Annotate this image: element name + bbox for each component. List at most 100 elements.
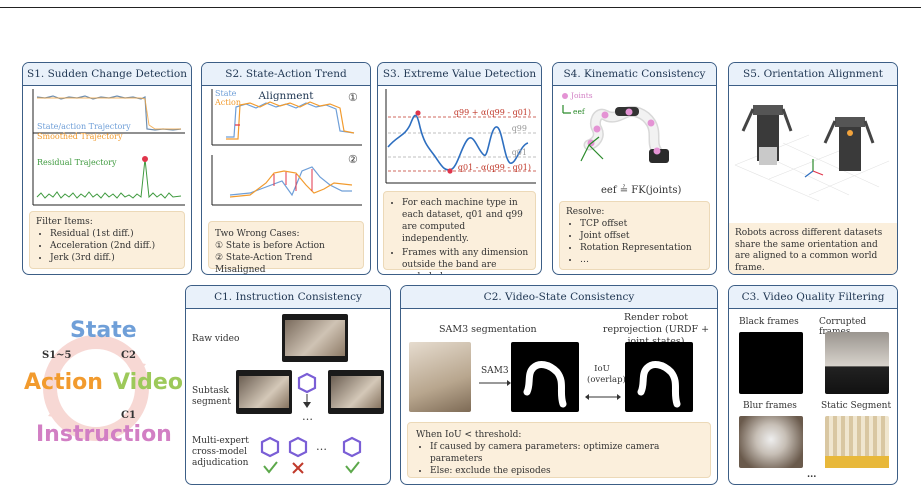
segmentation-mask bbox=[511, 342, 579, 412]
s3-min-point bbox=[447, 168, 453, 174]
panel-s5: S5. Orientation Alignment Robots across … bbox=[728, 62, 898, 275]
c2-render-label: Render robot reprojection (URDF + joint … bbox=[602, 312, 710, 347]
s3-info-box: For each machine type in each dataset, q… bbox=[383, 191, 536, 274]
s2-case-2: ② State-Action Trend Misaligned bbox=[215, 253, 313, 275]
s2-legend-action: Action bbox=[215, 98, 241, 107]
top-rule bbox=[0, 7, 921, 8]
list-item: Rotation Representation bbox=[580, 242, 703, 254]
panel-c3: C3. Video Quality Filtering Black frames… bbox=[728, 285, 898, 485]
s2-action-line bbox=[226, 101, 355, 140]
c2-condition-box: When IoU < threshold: If caused by camer… bbox=[407, 422, 711, 478]
s3-signal-line bbox=[387, 114, 529, 171]
list-item: Else: exclude the episodes bbox=[430, 465, 702, 477]
expert-icon bbox=[288, 436, 308, 458]
s2-trend-plot bbox=[211, 89, 362, 206]
c1-dots-mid: … bbox=[302, 410, 313, 423]
subtask-filmstrip-1 bbox=[236, 370, 292, 414]
list-item: For each machine type in each dataset, q… bbox=[402, 197, 531, 245]
scene-photo bbox=[409, 342, 471, 412]
panel-title: C3. Video Quality Filtering bbox=[729, 286, 897, 309]
list-item: … bbox=[580, 254, 703, 266]
s5-text-box: Robots across different datasets share t… bbox=[729, 223, 897, 274]
s4-resolve-box: Resolve: TCP offset Joint offset Rotatio… bbox=[559, 201, 710, 270]
s1-filter-box: Filter Items: Residual (1st diff.) Accel… bbox=[29, 211, 185, 269]
panel-title: S4. Kinematic Consistency bbox=[553, 63, 716, 86]
s2-case-1: ① State is before Action bbox=[215, 241, 325, 251]
expert-icon bbox=[260, 436, 280, 458]
panel-title: S1. Sudden Change Detection bbox=[23, 63, 191, 86]
s2-legend-state: State bbox=[215, 89, 237, 98]
c2-iou-label: IoU (overlap) bbox=[587, 364, 626, 385]
list-item: Residual (1st diff.) bbox=[50, 228, 178, 240]
robot-arm-illustration bbox=[562, 93, 669, 163]
reprojection-mask bbox=[625, 342, 693, 412]
panel-s1: S1. Sudden Change Detection State/action… bbox=[22, 62, 192, 275]
check-icon bbox=[345, 461, 360, 474]
s4-joints-label: Joints bbox=[571, 91, 593, 100]
static-segment-thumbnail bbox=[825, 416, 889, 468]
cycle-c1: C1 bbox=[121, 410, 136, 421]
subtask-filmstrip-2 bbox=[328, 370, 384, 414]
s2-state-line-2 bbox=[229, 166, 352, 197]
s1-state-line bbox=[36, 95, 182, 131]
expert-icons-top bbox=[297, 372, 317, 408]
c3-dots: ... bbox=[807, 470, 817, 480]
data-consistency-cycle bbox=[43, 335, 149, 441]
list-item: Acceleration (2nd diff.) bbox=[50, 240, 178, 252]
s4-resolve-title: Resolve: bbox=[566, 207, 605, 217]
s1-smoothed-line bbox=[37, 97, 181, 130]
s5-description: Robots across different datasets share t… bbox=[735, 228, 883, 273]
panel-title: S2. State-Action Trend Alignment bbox=[202, 63, 370, 102]
panel-s3: S3. Extreme Value Detection q99 + α(q99 … bbox=[377, 62, 542, 275]
cycle-video: Video bbox=[113, 370, 183, 395]
joints-legend-dot bbox=[562, 93, 568, 99]
list-item: Frames with any dimension outside the ba… bbox=[402, 247, 531, 274]
panel-s4: S4. Kinematic Consistency Joints eef eef… bbox=[552, 62, 717, 275]
panel-s2: S2. State-Action Trend Alignment State A… bbox=[201, 62, 371, 275]
black-frame-thumbnail bbox=[739, 332, 803, 394]
panel-title: S3. Extreme Value Detection bbox=[378, 63, 541, 86]
c1-subtask-label: Subtask segment bbox=[192, 386, 231, 407]
s3-q99-label: q99 bbox=[511, 124, 527, 133]
corrupted-frame-thumbnail bbox=[825, 332, 889, 394]
expert-adjudication-icons bbox=[260, 436, 362, 474]
list-item: Jerk (3rd diff.) bbox=[50, 252, 178, 264]
s1-filter-title: Filter Items: bbox=[36, 217, 93, 227]
cycle-c2: C2 bbox=[121, 350, 136, 361]
cycle-instruction: Instruction bbox=[36, 422, 172, 447]
s3-extreme-plot bbox=[385, 89, 536, 184]
s1-residual-line bbox=[36, 158, 182, 199]
sam-arrow bbox=[479, 380, 511, 386]
s1-legend-smoothed: Smoothed Trajectory bbox=[37, 132, 123, 141]
s3-upper-label: q99 + α(q99 - q01) bbox=[453, 108, 531, 117]
s2-mark-2: ② bbox=[348, 153, 358, 166]
list-item: Joint offset bbox=[580, 230, 703, 242]
s3-lower-label: q01 - α(q99 - q01) bbox=[457, 163, 531, 172]
c3-blur-label: Blur frames bbox=[743, 401, 797, 411]
robots-world-frame-illustration bbox=[734, 105, 890, 202]
panel-title: C1. Instruction Consistency bbox=[186, 286, 390, 309]
cycle-s15: S1~5 bbox=[42, 350, 72, 361]
cycle-state: State bbox=[70, 318, 137, 343]
s1-trajectory-plot bbox=[32, 89, 185, 206]
check-icon bbox=[263, 461, 278, 474]
panel-c2: C2. Video-State Consistency SAM3 segment… bbox=[400, 285, 718, 485]
c1-dots: … bbox=[316, 440, 327, 453]
s2-state-line bbox=[226, 102, 355, 138]
raw-video-filmstrip bbox=[282, 314, 348, 362]
panel-c1: C1. Instruction Consistency Raw video Su… bbox=[185, 285, 391, 485]
c2-condition-title: When IoU < threshold: bbox=[416, 430, 522, 440]
s2-cases-title: Two Wrong Cases: bbox=[215, 229, 300, 239]
s1-legend-state: State/action Trajectory bbox=[37, 122, 131, 131]
c1-raw-label: Raw video bbox=[192, 334, 240, 344]
c3-static-label: Static Segment bbox=[821, 401, 892, 411]
s4-eef-label: eef bbox=[573, 107, 585, 116]
c2-sam-label: SAM3 segmentation bbox=[439, 324, 537, 335]
panel-title: S5. Orientation Alignment bbox=[729, 63, 897, 86]
list-item: If caused by camera parameters: optimize… bbox=[430, 441, 702, 465]
list-item: TCP offset bbox=[580, 218, 703, 230]
cycle-action: Action bbox=[24, 370, 103, 395]
s3-q01-label: q01 bbox=[511, 148, 527, 157]
s2-mark-1: ① bbox=[348, 91, 358, 104]
s2-action-line-2 bbox=[229, 170, 353, 198]
